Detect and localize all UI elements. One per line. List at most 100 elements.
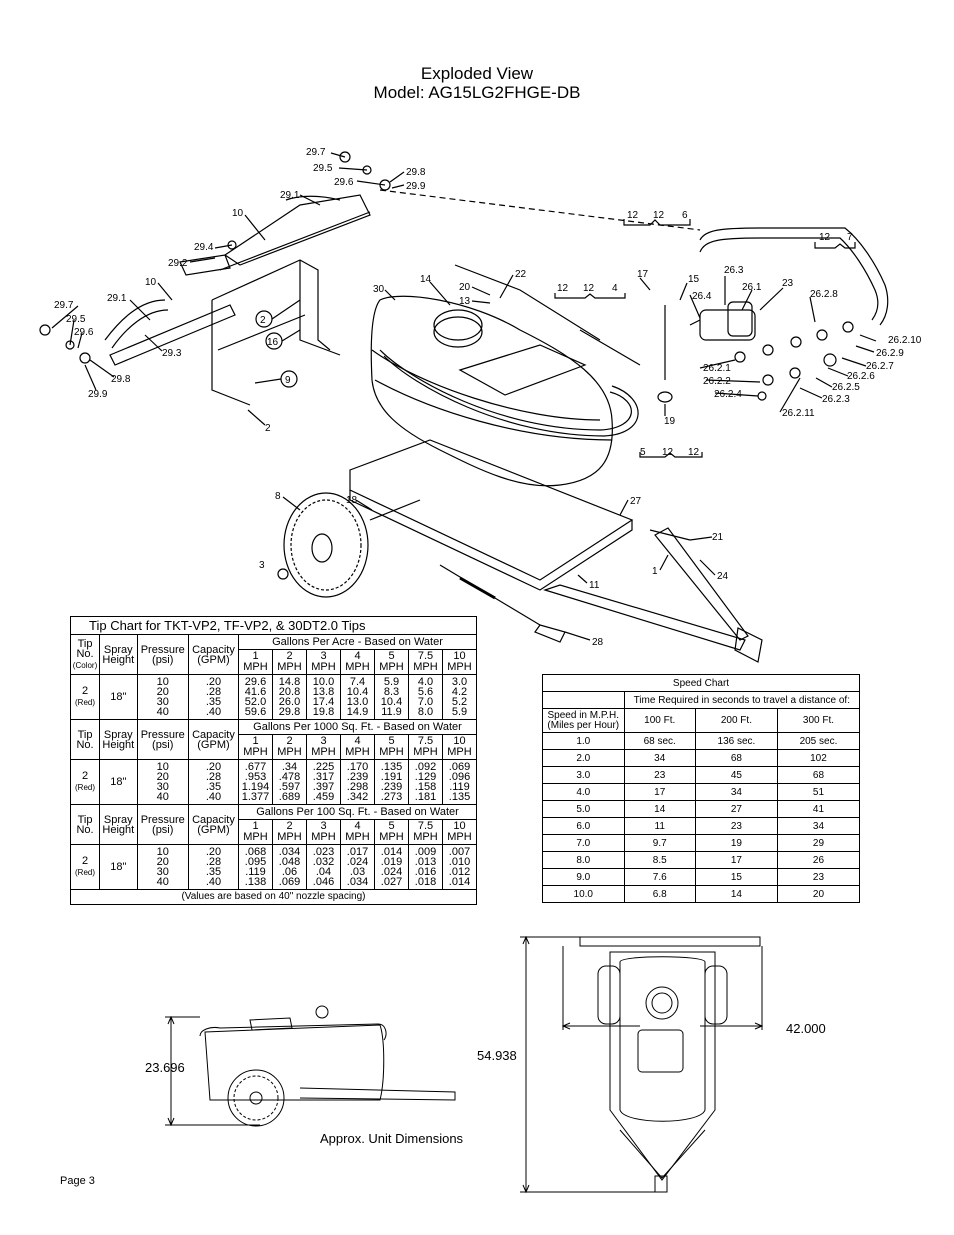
- rate-value: .317: [312, 771, 335, 783]
- part-label: 26.2.5: [832, 382, 860, 393]
- rate-value: .048: [278, 856, 301, 868]
- speed-chart: Speed Chart Time Required in seconds to …: [542, 674, 861, 903]
- part-label: 3: [259, 560, 265, 571]
- rate-value: .273: [380, 791, 403, 803]
- part-label: 26.1: [742, 282, 762, 293]
- page-title: Exploded View Model: AG15LG2FHGE-DB: [0, 64, 954, 102]
- spray-height-cell: 18": [99, 759, 138, 805]
- part-label: 12: [819, 232, 831, 243]
- mph-unit: MPH: [379, 661, 404, 673]
- mph-unit: MPH: [413, 746, 438, 758]
- travel-time-cell: 34: [776, 817, 861, 835]
- mph-unit: MPH: [277, 831, 302, 843]
- part-label: 28: [592, 637, 604, 648]
- speed-value: 1: [252, 820, 259, 832]
- rate-value: .181: [414, 791, 437, 803]
- distance-header: 200 Ft.: [694, 708, 778, 733]
- rate-cell: .34.478.597.689: [272, 759, 307, 805]
- part-label: 29.5: [66, 314, 86, 325]
- wheel: [283, 492, 369, 598]
- rate-value: .689: [278, 791, 301, 803]
- mph-unit: MPH: [379, 831, 404, 843]
- capacity-value: .40: [205, 791, 222, 803]
- mph-unit: MPH: [311, 831, 336, 843]
- rate-value: .677: [244, 761, 267, 773]
- part-label: 12: [627, 210, 639, 221]
- travel-time-cell: 19: [694, 834, 778, 852]
- capacity-header: Capacity(GPM): [187, 634, 240, 675]
- title-line-1: Exploded View: [420, 64, 534, 83]
- height-header: Height: [102, 823, 135, 836]
- rate-value: 26.0: [278, 696, 301, 708]
- travel-time-cell: 34: [623, 749, 696, 767]
- rate-value: .024: [380, 866, 403, 878]
- travel-time-cell: 45: [694, 766, 778, 784]
- distance-header: 300 Ft.: [776, 708, 861, 733]
- speed-value: 7.5: [417, 820, 434, 832]
- capacity-cell: .20.28.35.40: [187, 844, 240, 890]
- pressure-value: 40: [156, 706, 169, 718]
- rate-value: .478: [278, 771, 301, 783]
- part-label: 12: [653, 210, 665, 221]
- travel-time-cell: 68: [776, 766, 861, 784]
- speed-value: 2: [286, 735, 293, 747]
- pressure-value: 20: [156, 771, 169, 783]
- speed-mph-cell: 1.0: [542, 732, 625, 750]
- travel-time-cell: 14: [694, 885, 778, 903]
- side-view-wheel: [227, 1069, 285, 1127]
- tip-header-label: Tip: [77, 637, 93, 650]
- rate-cell: .007.010.012.014: [442, 844, 477, 890]
- travel-time-cell: 34: [694, 783, 778, 801]
- speed-mph-cell: 2.0: [542, 749, 625, 767]
- part-label: 26.2.2: [703, 376, 731, 387]
- part-label: 29.3: [162, 348, 182, 359]
- rate-value: .953: [244, 771, 267, 783]
- rate-value: .017: [346, 846, 369, 858]
- section-group-header: Gallons Per 100 Sq. Ft. - Based on Water: [238, 804, 477, 820]
- rate-value: 41.6: [244, 686, 267, 698]
- pressure-value: 20: [156, 856, 169, 868]
- capacity-label: Capacity: [192, 728, 235, 741]
- speed-mph-cell: 10.0: [542, 885, 625, 903]
- rate-cell: .225.317.397.459: [306, 759, 341, 805]
- spray-height-cell: 18": [99, 674, 138, 720]
- tip-header-label: Tip: [77, 728, 93, 741]
- rate-value: 19.8: [312, 706, 335, 718]
- mph-unit: MPH: [447, 831, 472, 843]
- capacity-header: Capacity(GPM): [187, 804, 240, 845]
- rate-value: 29.6: [244, 676, 267, 688]
- rate-cell: .009.013.016.018: [408, 844, 443, 890]
- part-label: 19: [664, 416, 676, 427]
- rate-value: 8.3: [383, 686, 400, 698]
- rate-value: 59.6: [244, 706, 267, 718]
- tip-header-no: No.: [76, 647, 94, 660]
- right-boom-pipe: [699, 227, 889, 326]
- speed-value: 5: [388, 650, 395, 662]
- rate-value: .158: [414, 781, 437, 793]
- travel-time-cell: 26: [776, 851, 861, 869]
- part-label: 26.2.6: [847, 371, 875, 382]
- part-label: 30: [373, 284, 385, 295]
- capacity-value: .35: [205, 866, 222, 878]
- dimensions-caption: Approx. Unit Dimensions: [320, 1131, 464, 1146]
- part-label: 12: [688, 447, 700, 458]
- psi-label: (psi): [152, 823, 174, 836]
- mph-unit: MPH: [345, 661, 370, 673]
- tip-number: 2: [81, 685, 89, 697]
- rate-value: .007: [448, 846, 471, 858]
- rate-value: 29.8: [278, 706, 301, 718]
- travel-time-cell: 14: [623, 800, 696, 818]
- rate-cell: .069.096.119.135: [442, 759, 477, 805]
